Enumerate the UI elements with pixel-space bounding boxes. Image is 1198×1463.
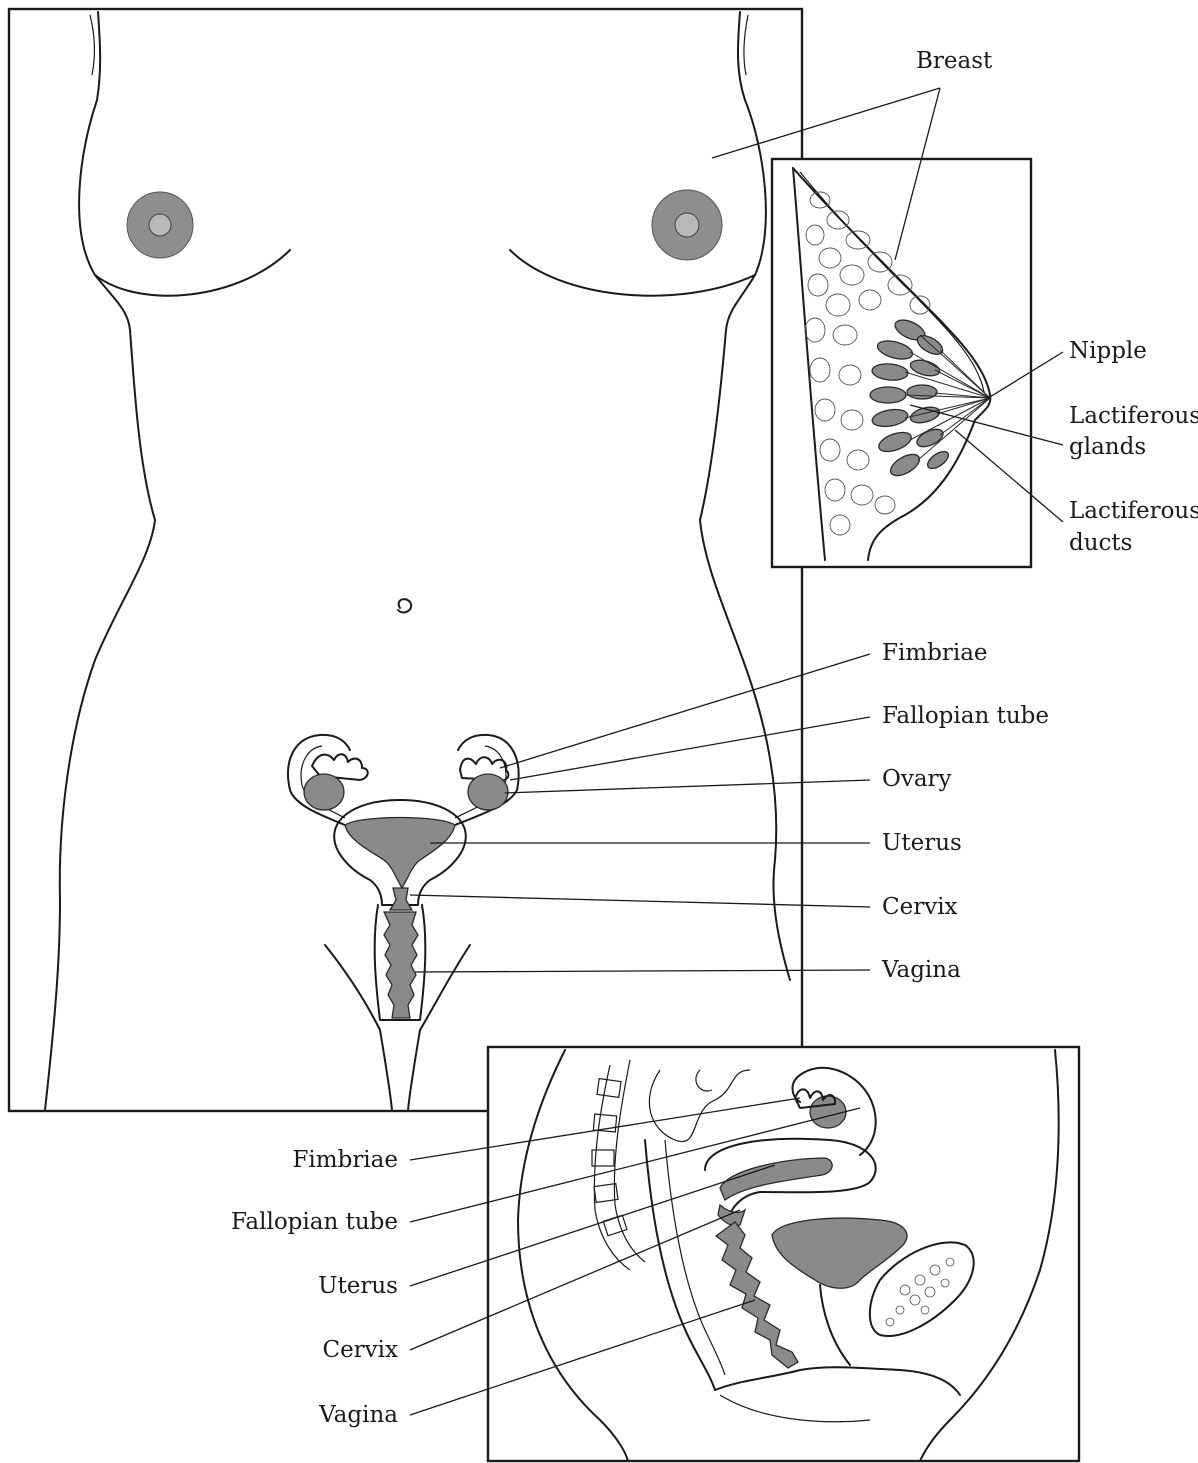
right-nipple bbox=[675, 213, 699, 237]
sagittal-inset-panel bbox=[488, 1047, 1079, 1461]
label-front-ovary: Ovary bbox=[882, 766, 952, 792]
label-front-fimbriae: Fimbriae bbox=[882, 640, 988, 666]
breast-inset-frame bbox=[772, 159, 1031, 567]
label-lactiferous-glands-line2: glands bbox=[1069, 434, 1146, 460]
label-lactiferous-ducts-line2: ducts bbox=[1069, 530, 1132, 556]
label-lactiferous-glands-line1: Lactiferous bbox=[1069, 403, 1198, 429]
label-side-vagina: Vagina bbox=[319, 1402, 398, 1428]
torso-panel bbox=[9, 9, 802, 1111]
label-side-cervix: Cervix bbox=[322, 1337, 398, 1363]
left-nipple bbox=[149, 214, 171, 236]
label-front-fallopian-tube: Fallopian tube bbox=[882, 703, 1049, 729]
label-lactiferous-ducts-line1: Lactiferous bbox=[1069, 498, 1198, 524]
label-front-uterus: Uterus bbox=[882, 830, 962, 856]
label-side-fimbriae: Fimbriae bbox=[292, 1147, 398, 1173]
label-side-fallopian-tube: Fallopian tube bbox=[231, 1209, 398, 1235]
label-nipple: Nipple bbox=[1069, 338, 1147, 364]
label-side-uterus: Uterus bbox=[318, 1273, 398, 1299]
breast-inset-panel bbox=[772, 159, 1031, 567]
label-breast: Breast bbox=[916, 48, 992, 74]
label-front-cervix: Cervix bbox=[882, 894, 958, 920]
left-ovary bbox=[304, 774, 344, 810]
side-ovary bbox=[810, 1096, 846, 1128]
label-front-vagina: Vagina bbox=[882, 957, 961, 983]
right-ovary bbox=[468, 774, 508, 810]
